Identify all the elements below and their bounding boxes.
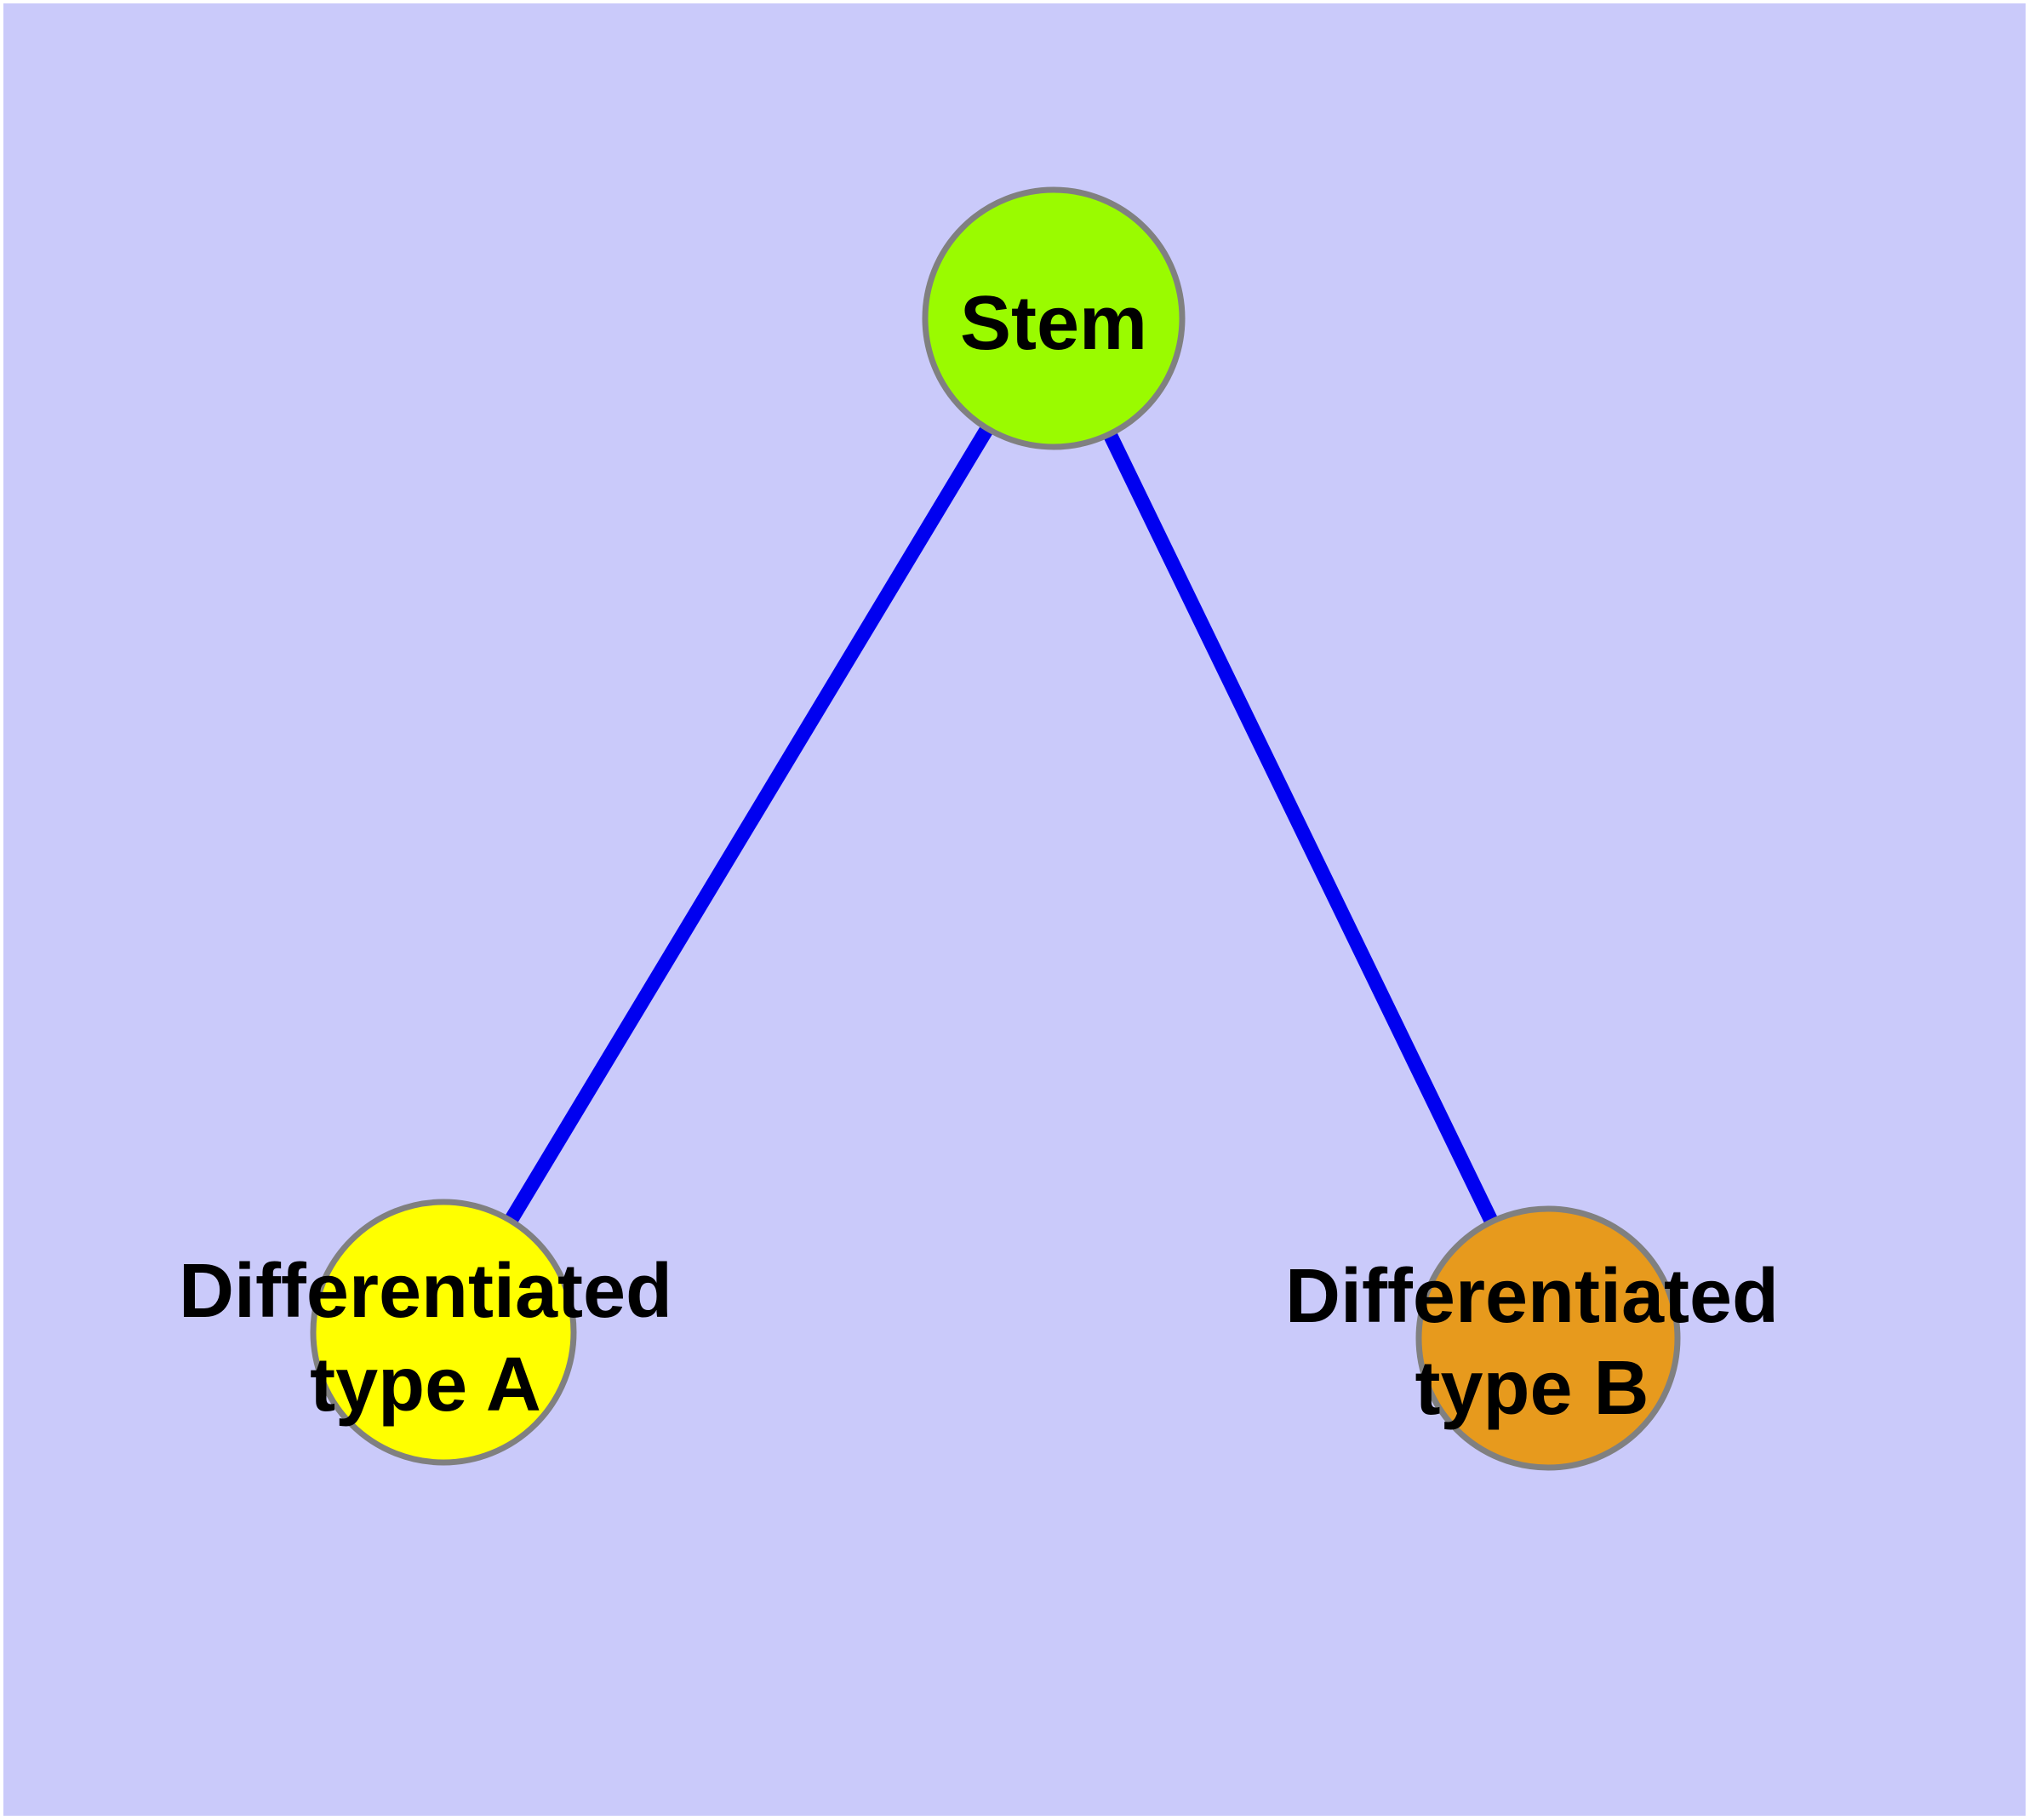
type-a-node-label-line2: type A xyxy=(310,1342,541,1428)
stem-node-label: Stem xyxy=(960,281,1147,366)
edge-stem-to-type-a xyxy=(437,314,1060,1336)
type-a-node-label-line1: Differentiated xyxy=(179,1249,672,1334)
edge-stem-to-type-b xyxy=(1047,315,1555,1342)
type-b-node-label-line1: Differentiated xyxy=(1285,1254,1779,1339)
type-b-node xyxy=(1415,1205,1681,1471)
stem-node xyxy=(922,186,1186,450)
type-b-node-label-line2: type B xyxy=(1415,1346,1649,1431)
type-a-node xyxy=(310,1199,577,1466)
